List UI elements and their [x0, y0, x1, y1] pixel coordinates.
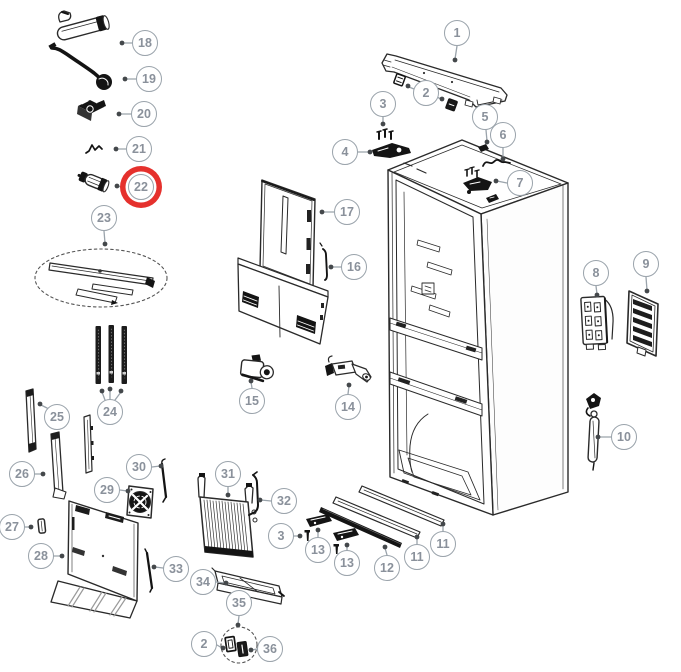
callout-8[interactable]: 8 — [583, 260, 609, 286]
callout-36[interactable]: 36 — [257, 636, 283, 662]
callout-19[interactable]: 19 — [136, 66, 162, 92]
part-22-drawing — [77, 171, 110, 193]
part-3-screws-upper-drawing — [376, 128, 394, 140]
leader-lines — [24, 40, 650, 653]
part-1-drawing — [381, 53, 508, 108]
callout-18[interactable]: 18 — [132, 30, 158, 56]
strip-drawing — [83, 414, 94, 474]
callout-10[interactable]: 10 — [611, 424, 637, 450]
callout-9[interactable]: 9 — [633, 251, 659, 277]
part-15-drawing — [239, 354, 274, 383]
callout-27[interactable]: 27 — [0, 514, 25, 540]
vent-panel-drawing — [237, 257, 329, 345]
part-18-drawing — [56, 10, 110, 41]
callout-3-bottom[interactable]: 3 — [268, 523, 294, 549]
callout-22-highlighted[interactable]: 22 — [128, 174, 154, 200]
part-29-drawing — [126, 485, 154, 519]
part-27-drawing — [37, 518, 47, 534]
part-14-drawing — [325, 355, 372, 383]
callout-25[interactable]: 25 — [44, 404, 70, 430]
callout-15[interactable]: 15 — [239, 388, 265, 414]
part-20-drawing — [77, 100, 106, 121]
part-24-drawing — [95, 325, 127, 384]
part-6-drawing — [482, 158, 511, 167]
callout-12[interactable]: 12 — [374, 555, 400, 581]
callout-20[interactable]: 20 — [131, 101, 157, 127]
callout-2-top[interactable]: 2 — [413, 80, 439, 106]
part-16-drawing — [319, 242, 328, 281]
part-21-drawing — [85, 144, 103, 154]
callout-4[interactable]: 4 — [332, 139, 358, 165]
part-10-drawing — [585, 393, 601, 471]
callout-23[interactable]: 23 — [91, 205, 117, 231]
callout-35[interactable]: 35 — [226, 590, 252, 616]
callout-7[interactable]: 7 — [507, 170, 533, 196]
callout-33[interactable]: 33 — [163, 556, 189, 582]
callout-6[interactable]: 6 — [490, 122, 516, 148]
callout-24[interactable]: 24 — [97, 399, 123, 425]
callout-26[interactable]: 26 — [9, 461, 35, 487]
callout-29[interactable]: 29 — [94, 477, 120, 503]
part-8-drawing — [580, 295, 614, 351]
part-30-drawing — [160, 458, 168, 503]
part-23-drawing — [34, 248, 168, 308]
callout-1[interactable]: 1 — [444, 20, 470, 46]
callout-17[interactable]: 17 — [334, 199, 360, 225]
callout-16[interactable]: 16 — [341, 254, 367, 280]
part-26-drawing — [50, 431, 67, 500]
callout-32[interactable]: 32 — [271, 488, 297, 514]
part-31-drawing — [197, 473, 258, 558]
part-9-drawing — [626, 290, 659, 357]
callout-11-left[interactable]: 11 — [404, 544, 430, 570]
part-32-drawing — [248, 471, 259, 516]
callout-13-left[interactable]: 13 — [305, 537, 331, 563]
part-12-bar-drawing — [319, 507, 402, 548]
callout-13-right[interactable]: 13 — [334, 550, 360, 576]
callout-30[interactable]: 30 — [126, 454, 152, 480]
part-13-brackets-drawing — [304, 514, 359, 554]
part-2-clips-drawing — [393, 73, 458, 112]
part-28-drawing — [50, 500, 139, 619]
part-11-rails-drawing — [332, 485, 445, 539]
callout-2-bottom[interactable]: 2 — [191, 631, 217, 657]
part-35-drawing — [220, 626, 258, 664]
callout-14[interactable]: 14 — [335, 394, 361, 420]
part-5-drawing — [478, 144, 489, 152]
callout-31[interactable]: 31 — [215, 461, 241, 487]
callout-11-right[interactable]: 11 — [430, 531, 456, 557]
callout-28[interactable]: 28 — [28, 543, 54, 569]
part-34-drawing — [211, 567, 285, 605]
callout-34[interactable]: 34 — [190, 569, 216, 595]
part-25-drawing — [25, 388, 37, 453]
part-19-drawing — [48, 42, 112, 90]
callout-21[interactable]: 21 — [126, 136, 152, 162]
refrigerator-cabinet-drawing — [387, 139, 569, 516]
part-33-drawing — [144, 548, 154, 593]
part-4-drawing — [372, 143, 411, 158]
part-7-drawing — [463, 166, 499, 203]
callout-3-top[interactable]: 3 — [370, 91, 396, 117]
